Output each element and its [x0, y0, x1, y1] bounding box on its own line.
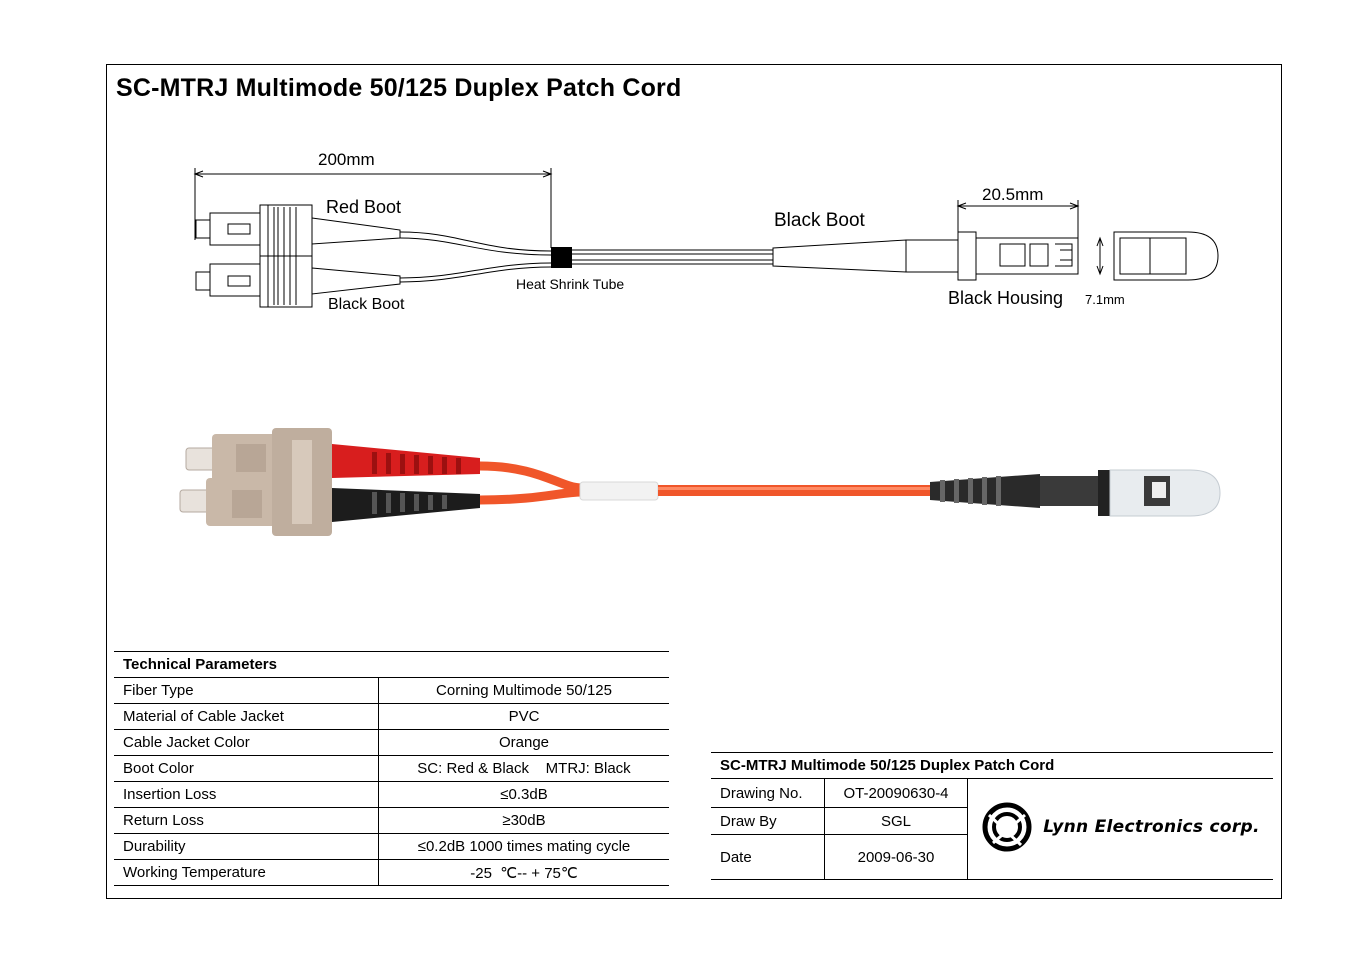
row-value: Corning Multimode 50/125	[378, 677, 669, 704]
row-label: Material of Cable Jacket	[114, 703, 379, 730]
row-label: Working Temperature	[114, 859, 379, 886]
row-value: SC: Red & Black MTRJ: Black	[378, 755, 669, 782]
table-row: Boot Color SC: Red & Black MTRJ: Black	[114, 755, 669, 782]
title-block-header: SC-MTRJ Multimode 50/125 Duplex Patch Co…	[711, 752, 1273, 779]
tech-header: Technical Parameters	[114, 651, 669, 678]
company-logo-cell: Lynn Electronics corp.	[967, 778, 1273, 880]
row-value: Orange	[378, 729, 669, 756]
red-boot-label: Red Boot	[326, 197, 402, 217]
table-row: Drawing No. OT-20090630-4 Lynn Electroni…	[711, 778, 1273, 880]
page-title: SC-MTRJ Multimode 50/125 Duplex Patch Co…	[116, 74, 682, 102]
row-label: Durability	[114, 833, 379, 860]
dim-7-1mm-label: 7.1mm	[1085, 292, 1125, 307]
lynn-logo-icon	[982, 802, 1032, 852]
table-row: Date 2009-06-30	[711, 834, 1273, 880]
technical-parameters-table: Technical Parameters Fiber Type Corning …	[114, 651, 669, 886]
heat-shrink-label: Heat Shrink Tube	[516, 276, 625, 292]
table-row: Cable Jacket Color Orange	[114, 729, 669, 756]
drawing-no-value: OT-20090630-4	[824, 778, 968, 808]
table-row: Durability ≤0.2dB 1000 times mating cycl…	[114, 833, 669, 860]
row-label: Insertion Loss	[114, 781, 379, 808]
row-value: ≤0.3dB	[378, 781, 669, 808]
row-value: ≤0.2dB 1000 times mating cycle	[378, 833, 669, 860]
company-name: Lynn Electronics corp.	[1043, 817, 1260, 837]
row-label: Cable Jacket Color	[114, 729, 379, 756]
title-block-table: SC-MTRJ Multimode 50/125 Duplex Patch Co…	[711, 752, 1273, 880]
black-housing-label: Black Housing	[948, 288, 1064, 308]
date-label: Date	[711, 834, 825, 880]
row-value: PVC	[378, 703, 669, 730]
row-label: Return Loss	[114, 807, 379, 834]
dim-200mm-label: 200mm	[318, 150, 375, 169]
row-label: Fiber Type	[114, 677, 379, 704]
draw-by-label: Draw By	[711, 807, 825, 835]
drawing-no-label: Drawing No.	[711, 778, 825, 808]
drawing-frame	[106, 64, 1282, 899]
table-row: Draw By SGL	[711, 807, 1273, 835]
row-value: ≥30dB	[378, 807, 669, 834]
row-label: Boot Color	[114, 755, 379, 782]
black-boot-sc-label: Black Boot	[328, 296, 405, 313]
row-value: -25 ℃-- + 75℃	[378, 859, 669, 886]
black-boot-mtrj-label: Black Boot	[774, 210, 865, 231]
table-row: Working Temperature -25 ℃-- + 75℃	[114, 859, 669, 886]
table-row: Insertion Loss ≤0.3dB	[114, 781, 669, 808]
dim-20-5mm-label: 20.5mm	[982, 185, 1044, 204]
table-row: Fiber Type Corning Multimode 50/125	[114, 677, 669, 704]
table-row: Return Loss ≥30dB	[114, 807, 669, 834]
date-value: 2009-06-30	[824, 834, 968, 880]
draw-by-value: SGL	[824, 807, 968, 835]
table-row: Material of Cable Jacket PVC	[114, 703, 669, 730]
